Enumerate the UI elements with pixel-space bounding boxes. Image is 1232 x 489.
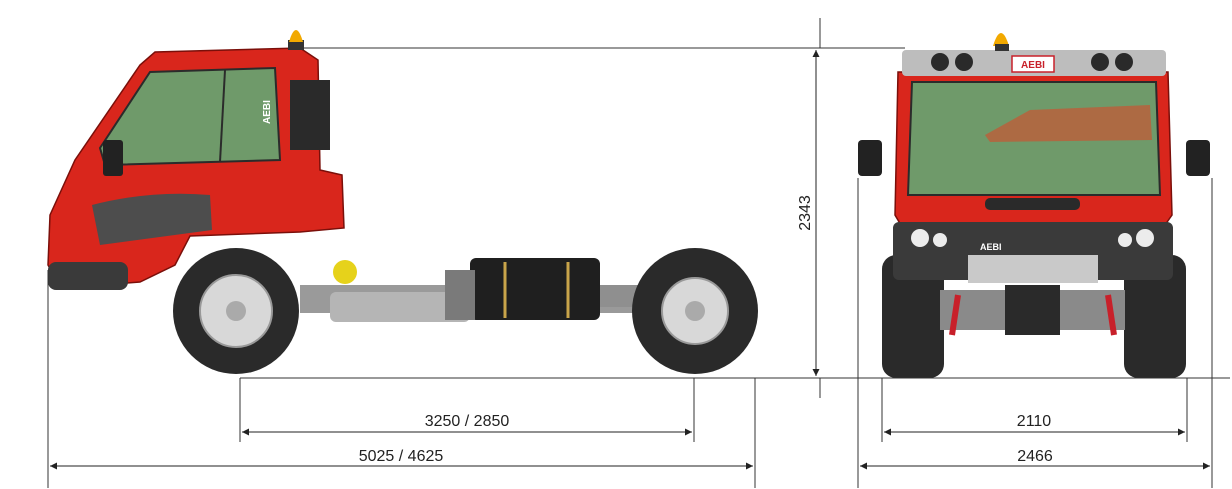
front-model-badge: AEBI	[980, 242, 1002, 252]
width-label: 2466	[1017, 448, 1053, 465]
track-label: 2110	[1017, 413, 1052, 430]
front-view: AEBI AEBI	[858, 33, 1210, 378]
length-label: 5025 / 4625	[359, 448, 444, 465]
side-rear-wheel	[632, 248, 758, 374]
side-view: AEBI	[47, 30, 758, 374]
right-mirror	[1186, 140, 1210, 176]
left-mirror	[858, 140, 882, 176]
extension-lines	[47, 18, 1230, 488]
side-window	[98, 66, 282, 167]
side-beacon	[288, 30, 304, 50]
side-lower-window	[92, 193, 212, 245]
yellow-component	[333, 260, 357, 284]
side-mirror	[103, 140, 123, 176]
front-plate-mount	[968, 255, 1098, 283]
height-label: 2343	[797, 195, 814, 231]
front-beacon	[993, 33, 1009, 46]
side-cab: AEBI	[47, 47, 345, 290]
front-right-tire	[1124, 255, 1186, 378]
side-chassis	[300, 258, 638, 322]
side-logo: AEBI	[262, 100, 273, 124]
dimension-arrows	[50, 50, 1210, 470]
side-front-wheel	[173, 248, 299, 374]
front-logo: AEBI	[1021, 60, 1045, 71]
front-left-tire	[882, 255, 944, 378]
wheelbase-label: 3250 / 2850	[425, 413, 510, 430]
front-bumper	[893, 222, 1173, 280]
front-logo-plate	[1011, 55, 1055, 73]
